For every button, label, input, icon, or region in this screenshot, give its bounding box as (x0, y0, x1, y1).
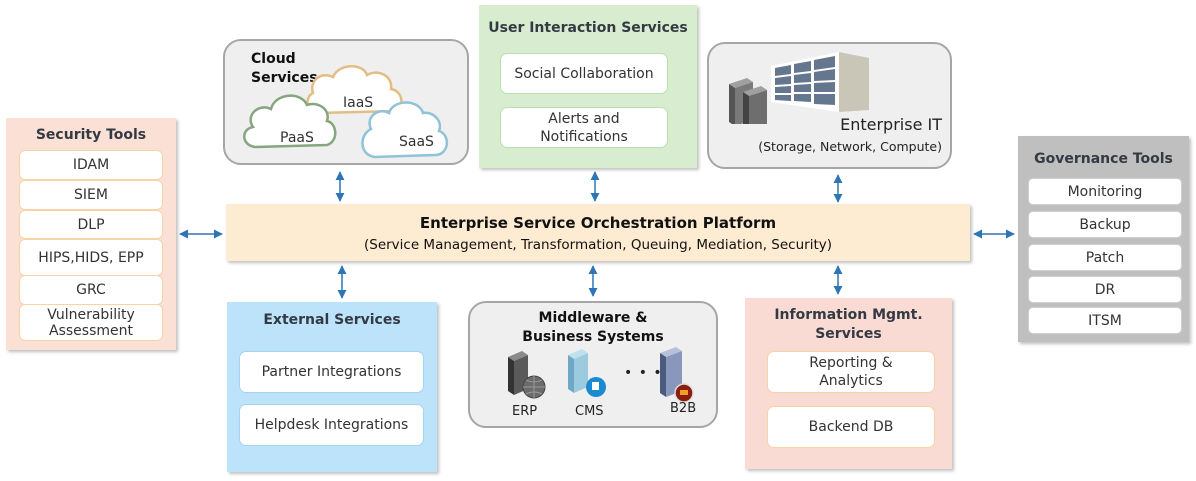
cloud-label-paas: PaaS (280, 130, 314, 146)
enterprise-it-subtitle: (Storage, Network, Compute) (758, 139, 942, 154)
external-item-helpdesk: Helpdesk Integrations (239, 404, 424, 446)
cloud-services-title: Cloud Services (251, 51, 318, 86)
b2b-server-icon (660, 347, 694, 403)
cloud-label-saas: SaaS (399, 134, 434, 150)
user-interaction-panel: User Interaction Services Social Collabo… (479, 5, 697, 168)
enterprise-it-panel: Enterprise IT (Storage, Network, Compute… (707, 42, 952, 169)
middleware-label-b2b: B2B (670, 401, 697, 416)
paas-cloud-icon (243, 94, 337, 149)
user-interaction-item-social: Social Collaboration (500, 53, 668, 94)
governance-tools-panel: Governance Tools Monitoring Backup Patch… (1018, 136, 1189, 342)
governance-tools-title: Governance Tools (1034, 151, 1173, 167)
user-interaction-title: User Interaction Services (488, 20, 688, 36)
security-item-idam: IDAM (19, 150, 163, 180)
cloud-services-panel: Cloud Services PaaS IaaS SaaS (223, 39, 469, 165)
security-item-hips: HIPS,HIDS, EPP (19, 239, 163, 276)
governance-item-backup: Backup (1028, 211, 1182, 238)
cloud-icons (243, 65, 448, 159)
governance-item-patch: Patch (1028, 244, 1182, 271)
saas-cloud-icon (361, 101, 448, 159)
info-mgmt-item-backend-db: Backend DB (767, 406, 935, 448)
cloud-label-iaas: IaaS (343, 95, 374, 111)
orchestration-subtitle: (Service Management, Transformation, Que… (363, 237, 833, 253)
orchestration-platform: Enterprise Service Orchestration Platfor… (226, 204, 970, 261)
erp-server-icon (508, 351, 546, 399)
info-mgmt-title: Information Mgmt. Services (774, 307, 923, 342)
cms-server-icon (568, 349, 606, 397)
middleware-icons (508, 347, 694, 403)
security-item-dlp: DLP (19, 210, 163, 239)
middleware-label-cms: CMS (575, 404, 604, 419)
external-services-panel: External Services Partner Integrations H… (227, 302, 437, 472)
middleware-panel: Middleware & Business Systems • • • ERP (468, 301, 718, 428)
middleware-ellipsis: • • • (624, 365, 663, 381)
user-interaction-item-alerts: Alerts and Notifications (500, 107, 668, 148)
info-mgmt-item-reporting: Reporting & Analytics (767, 351, 935, 393)
security-item-vulnerability: Vulnerability Assessment (19, 304, 163, 341)
security-item-siem: SIEM (19, 180, 163, 210)
enterprise-it-title: Enterprise IT (840, 115, 942, 134)
middleware-label-erp: ERP (512, 404, 538, 419)
governance-item-monitoring: Monitoring (1028, 178, 1182, 205)
security-tools-panel: Security Tools IDAM SIEM DLP HIPS,HIDS, … (6, 118, 176, 350)
governance-item-dr: DR (1028, 276, 1182, 303)
server-icon (729, 78, 767, 124)
info-mgmt-panel: Information Mgmt. Services Reporting & A… (745, 298, 952, 469)
external-item-partner: Partner Integrations (239, 351, 424, 393)
orchestration-title: Enterprise Service Orchestration Platfor… (419, 214, 777, 232)
governance-item-itsm: ITSM (1028, 307, 1182, 334)
middleware-title: Middleware & Business Systems (522, 310, 664, 345)
datacenter-icon (729, 52, 869, 124)
external-services-title: External Services (263, 312, 401, 328)
security-tools-title: Security Tools (35, 127, 147, 143)
